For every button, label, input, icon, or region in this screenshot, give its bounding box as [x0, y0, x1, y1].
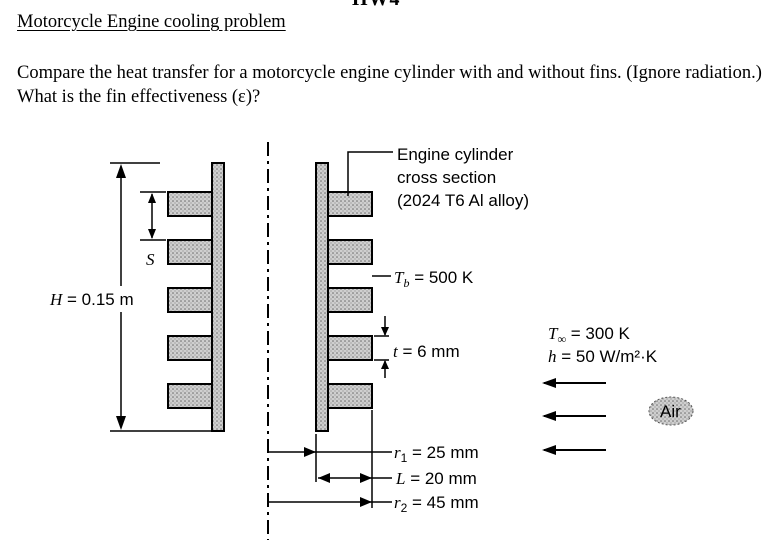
tb-subscript: b [403, 276, 409, 290]
r2-symbol: r [394, 493, 401, 512]
svg-text:h = 50 W/m²·K: h = 50 W/m²·K [548, 347, 658, 366]
height-dimension [110, 162, 214, 432]
problem-statement: Compare the heat transfer for a motorcyc… [17, 63, 762, 107]
tinf-subscript: ∞ [557, 332, 566, 346]
r2-subscript: 2 [401, 501, 408, 515]
l-symbol: L [395, 469, 405, 488]
tinf-value: = 300 K [566, 324, 630, 343]
fin-thickness-dimension [374, 316, 389, 378]
spacing-dimension [140, 191, 166, 241]
r1-symbol: r [394, 443, 401, 462]
right-fins [323, 191, 373, 409]
spacing-symbol: S [146, 250, 155, 269]
svg-text:H = 0.15 m: H = 0.15 m [49, 290, 134, 309]
cylinder-label-line-2: cross section [397, 168, 496, 187]
svg-text:r2 = 45 mm: r2 = 45 mm [394, 493, 479, 515]
cylinder-label-line-3: (2024 T6 Al alloy) [397, 191, 529, 210]
air-cloud [648, 396, 694, 426]
l-value: = 20 mm [405, 469, 476, 488]
cylinder-walls [211, 162, 329, 432]
air-label: Air [660, 402, 681, 421]
r1-subscript: 1 [401, 451, 408, 465]
t-value: = 6 mm [398, 342, 460, 361]
left-fins [167, 191, 217, 409]
r2-value: = 45 mm [407, 493, 478, 512]
cylinder-label-line-1: Engine cylinder [397, 145, 514, 164]
tinf-symbol: T [548, 324, 559, 343]
svg-text:T∞ = 300 K: T∞ = 300 K [548, 324, 630, 346]
page-title: Motorcycle Engine cooling problem [17, 12, 286, 32]
svg-text:t = 6 mm: t = 6 mm [393, 342, 460, 361]
t-symbol: t [393, 342, 399, 361]
height-value: = 0.15 m [62, 290, 133, 309]
r1-value: = 25 mm [407, 443, 478, 462]
svg-text:L = 20 mm: L = 20 mm [395, 469, 477, 488]
svg-text:r1 = 25 mm: r1 = 25 mm [394, 443, 479, 465]
cylinder-leader-line [347, 151, 393, 196]
tb-value: = 500 K [409, 268, 473, 287]
air-flow-arrows [542, 378, 606, 455]
tb-symbol: T [394, 268, 405, 287]
h-symbol: h [548, 347, 557, 366]
header-mark: HW4 [352, 0, 401, 11]
radial-dimensions [268, 410, 392, 508]
height-symbol: H [49, 290, 64, 309]
h-value: = 50 W/m²·K [557, 347, 658, 366]
svg-text:Tb = 500 K: Tb = 500 K [394, 268, 474, 290]
